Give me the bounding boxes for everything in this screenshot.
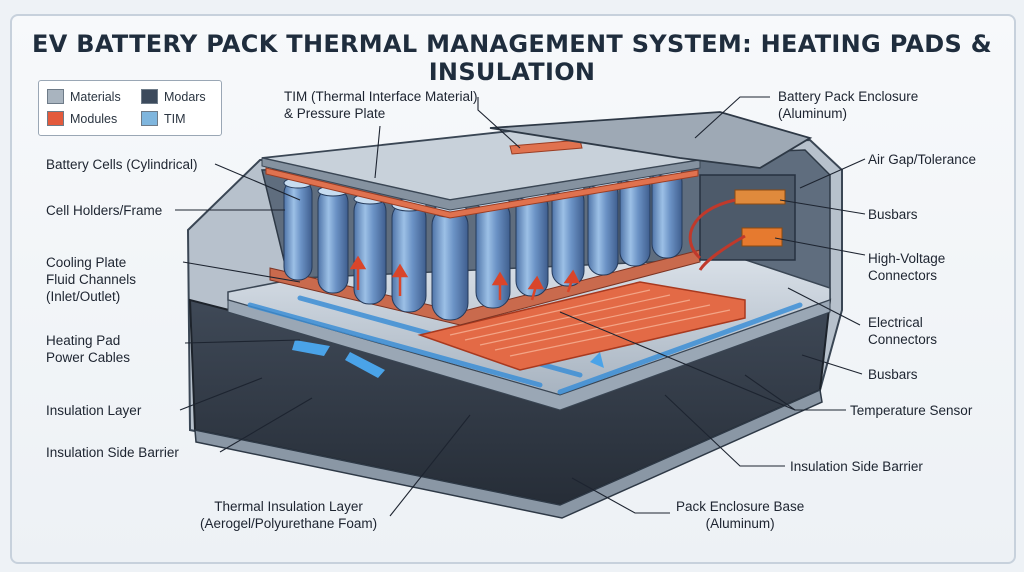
tim-layer xyxy=(265,167,699,219)
enclosure-base xyxy=(194,388,823,519)
label-temperature-sensor: Temperature Sensor xyxy=(850,403,973,418)
leader-lines xyxy=(175,96,866,517)
tim-strip xyxy=(509,139,583,155)
power-cables xyxy=(688,198,746,271)
legend-item-tim: TIM xyxy=(141,111,186,126)
heating-pad xyxy=(417,281,746,371)
heat-arrows xyxy=(349,255,581,301)
legend-item-modars: Modars xyxy=(141,89,206,104)
legend-swatch xyxy=(141,111,158,126)
legend-label: Materials xyxy=(70,89,121,104)
legend: Materials Modars Modules TIM xyxy=(38,80,222,136)
label-thermal-insulation: Thermal Insulation Layer(Aerogel/Polyure… xyxy=(200,499,378,531)
label-insulation-side-barrier-left: Insulation Side Barrier xyxy=(46,445,179,460)
label-tim: TIM (Thermal Interface Material)& Pressu… xyxy=(284,89,478,121)
legend-swatch xyxy=(47,89,64,104)
legend-item-modules: Modules xyxy=(47,111,117,126)
label-insulation-layer: Insulation Layer xyxy=(46,403,142,418)
label-air-gap: Air Gap/Tolerance xyxy=(868,152,977,167)
tim-pressure-plate-edge xyxy=(261,157,701,211)
legend-item-materials: Materials xyxy=(47,89,121,104)
label-cell-holders: Cell Holders/Frame xyxy=(46,203,163,218)
connector-module xyxy=(699,174,796,261)
label-busbars-top: Busbars xyxy=(868,207,918,222)
label-insulation-side-barrier-right: Insulation Side Barrier xyxy=(790,459,923,474)
label-pack-enclosure-base: Pack Enclosure Base(Aluminum) xyxy=(676,499,805,531)
label-enclosure: Battery Pack Enclosure(Aluminum) xyxy=(778,89,919,121)
label-battery-cells: Battery Cells (Cylindrical) xyxy=(46,157,198,172)
page-title: EV BATTERY PACK THERMAL MANAGEMENT SYSTE… xyxy=(32,30,992,86)
legend-swatch xyxy=(141,89,158,104)
cooling-plate-edge xyxy=(227,299,831,411)
label-busbars-bottom: Busbars xyxy=(868,367,918,382)
hv-connector xyxy=(741,227,783,247)
legend-swatch xyxy=(47,111,64,126)
enclosure-lid xyxy=(489,111,813,169)
busbar-top xyxy=(734,189,786,205)
legend-label: Modars xyxy=(164,89,206,104)
legend-label: TIM xyxy=(164,111,186,126)
legend-label: Modules xyxy=(70,111,118,126)
